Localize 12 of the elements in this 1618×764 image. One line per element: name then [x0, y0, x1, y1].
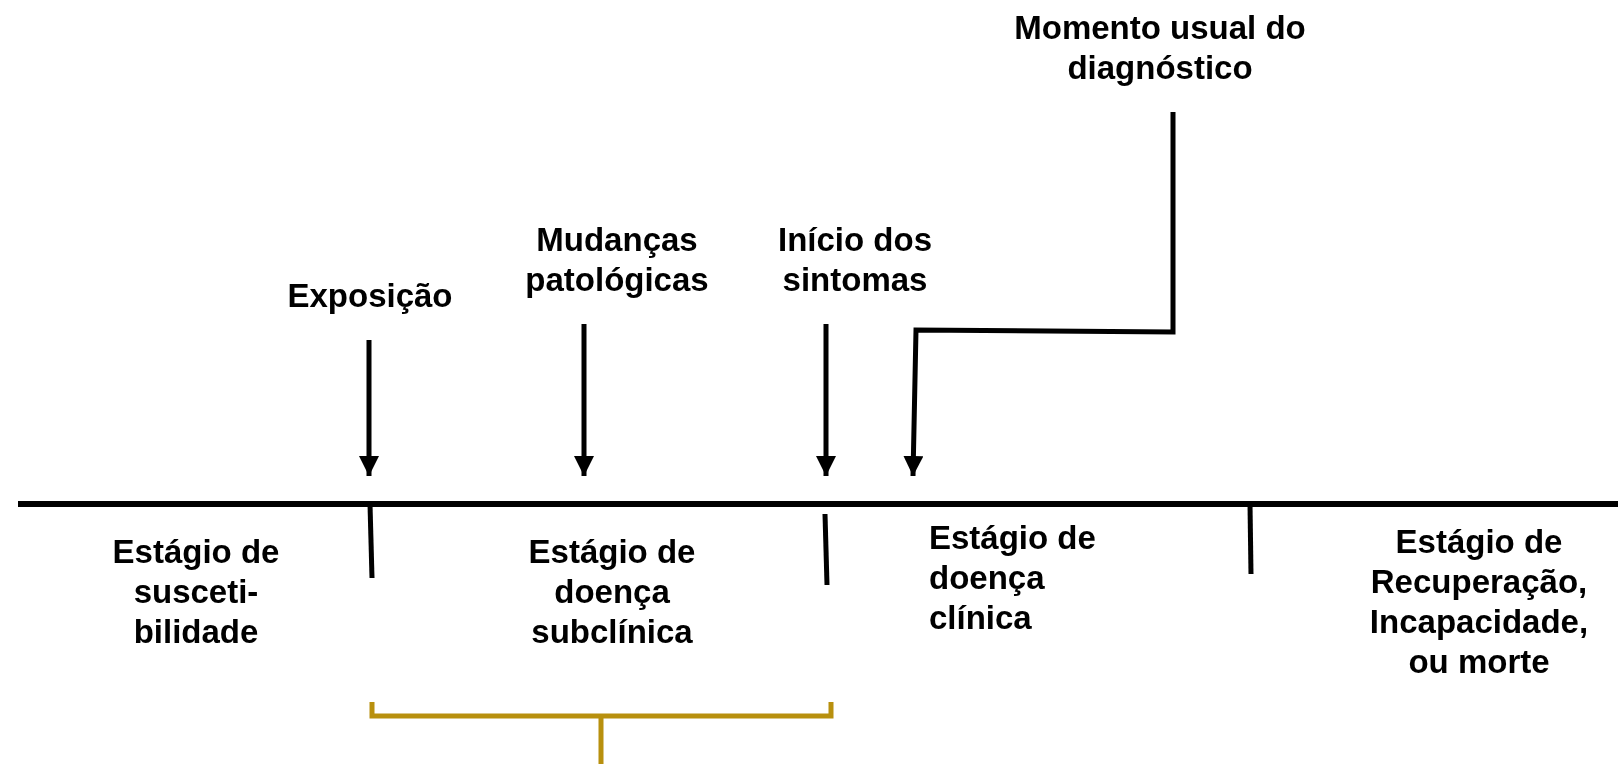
stage-label: Estágio de doença clínica — [929, 518, 1097, 638]
arrow — [359, 340, 379, 476]
arrow — [816, 324, 836, 476]
stage-label: Estágio de susceti- bilidade — [111, 532, 281, 652]
arrow — [903, 112, 1176, 477]
event-label: Exposição — [270, 276, 470, 316]
arrow — [574, 324, 594, 476]
event-label: Momento usual do diagnóstico — [1010, 8, 1310, 88]
stage-label: Estágio de Recuperação, Incapacidade, ou morte — [1368, 522, 1590, 682]
event-label: Início dos sintomas — [755, 220, 955, 300]
stage-label: Estágio de doença subclínica — [527, 532, 697, 652]
event-label: Mudanças patológicas — [497, 220, 737, 300]
